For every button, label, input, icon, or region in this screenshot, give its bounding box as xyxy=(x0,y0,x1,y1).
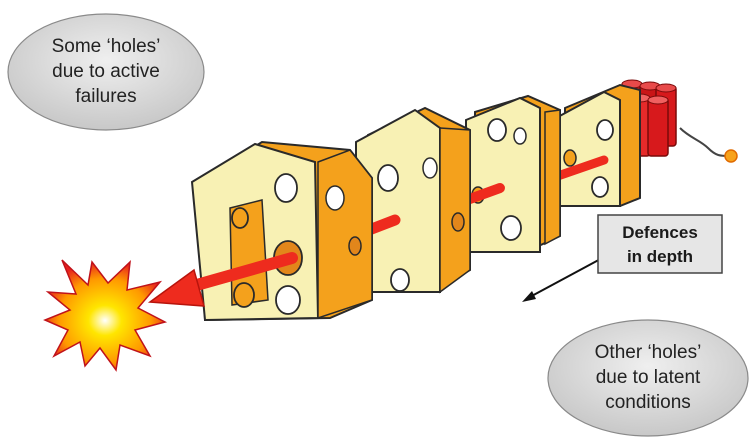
callout-active-failures: Some ‘holes’ due to active failures xyxy=(7,13,205,131)
callout-line: failures xyxy=(75,86,136,107)
cheese-slice-3 xyxy=(465,94,561,253)
callout-line: Other ‘holes’ xyxy=(595,342,702,363)
defences-line: in depth xyxy=(627,247,693,266)
fuse-spark-icon xyxy=(724,149,738,163)
explosion-icon xyxy=(43,259,168,372)
callout-line: Some ‘holes’ xyxy=(52,36,161,57)
callout-line: due to active xyxy=(52,61,160,82)
defences-in-depth-label: Defences in depth xyxy=(522,214,723,302)
cheese-slice-4 xyxy=(555,83,641,207)
defences-line: Defences xyxy=(622,223,698,242)
pointer-arrowhead-icon xyxy=(522,291,536,302)
callout-line: due to latent xyxy=(596,367,701,388)
cheese-slice-2 xyxy=(355,106,471,294)
callout-line: conditions xyxy=(605,392,691,413)
callout-latent-conditions: Other ‘holes’ due to latent conditions xyxy=(547,319,749,437)
hazard-arrow xyxy=(147,252,298,307)
pointer-line xyxy=(527,255,607,299)
cheese-slice-1 xyxy=(190,140,373,322)
